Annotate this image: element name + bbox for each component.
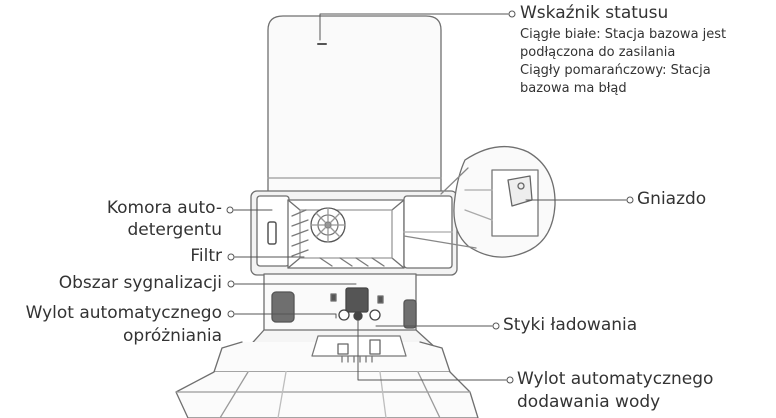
socket-label: Gniazdo: [637, 189, 707, 209]
evacuation-outlet-label-line2: opróżniania: [123, 326, 222, 346]
base-ramp: [175, 329, 479, 418]
filter-grill: [291, 209, 385, 267]
detergent-chamber-label-line2: detergentu: [127, 220, 222, 240]
status-indicator-desc-line: Ciągły pomarańczowy: Stacja: [520, 63, 711, 78]
status-indicator-desc-line: Ciągłe białe: Stacja bazowa jest: [520, 27, 727, 42]
evacuation-outlet-label-line1: Wylot automatycznego: [25, 303, 222, 323]
filter-wheel: [310, 207, 346, 243]
signal-area-label: Obszar sygnalizacji: [58, 273, 222, 293]
water-outlet-label-line1: Wylot automatycznego: [517, 369, 714, 389]
socket-detail: [453, 146, 556, 258]
leader-lines: [226, 10, 634, 384]
signal-area-window: [345, 287, 369, 313]
status-indicator-desc-line: podłączona do zasilania: [520, 45, 676, 60]
status-indicator-desc-line: bazowa ma błąd: [520, 81, 627, 96]
station-body: [267, 15, 442, 196]
chamber-window: [250, 190, 458, 276]
filter-label: Filtr: [190, 246, 222, 266]
status-indicator-label: Wskaźnik statusu: [520, 3, 669, 23]
charging-contacts-label: Styki ładowania: [503, 315, 638, 335]
detergent-chamber-label-line1: Komora auto-: [106, 198, 222, 218]
lower-body: [263, 273, 417, 337]
water-outlet-label-line2: dodawania wody: [517, 392, 661, 412]
